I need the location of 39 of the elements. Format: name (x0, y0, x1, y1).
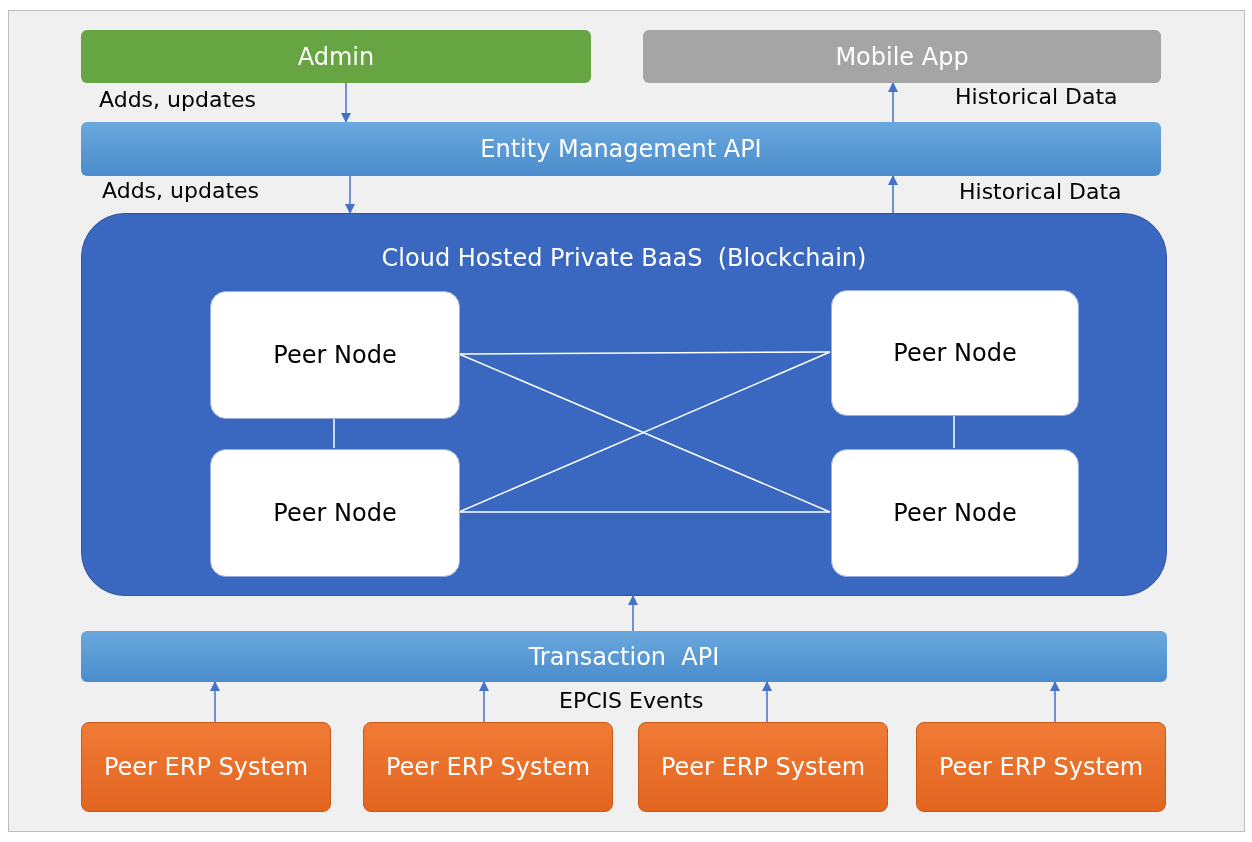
peer-node-box (210, 449, 460, 577)
arrow (887, 174, 899, 214)
arrow (1049, 680, 1061, 723)
erp-system-box (916, 722, 1166, 812)
node-label: Peer Node (893, 498, 1017, 529)
node-label: Peer ERP System (385, 752, 591, 783)
node-label: Peer Node (273, 498, 397, 529)
connector-line (953, 414, 955, 449)
app-bar (81, 30, 591, 83)
peer-node-box (210, 291, 460, 419)
node-label: Peer ERP System (103, 752, 309, 783)
node-label: Admin (297, 41, 375, 73)
peer-node-box (831, 290, 1079, 416)
node-label: Peer ERP System (938, 752, 1144, 783)
node-label: Peer Node (893, 338, 1017, 369)
arrow (344, 175, 356, 215)
arrow (340, 82, 352, 124)
platform-panel (81, 213, 1167, 596)
connector-line (458, 351, 831, 355)
peer-node-box (831, 449, 1079, 577)
arrow (887, 81, 899, 123)
arrow (478, 680, 490, 723)
panel-title: Cloud Hosted Private BaaS (Blockchain) (381, 243, 867, 274)
node-label: Peer Node (273, 340, 397, 371)
connector-line (458, 511, 831, 513)
node-label: Transaction API (528, 641, 720, 673)
erp-system-box (81, 722, 331, 812)
erp-system-box (638, 722, 888, 812)
erp-system-box (363, 722, 613, 812)
node-label: Mobile App (835, 41, 969, 73)
connector-line (333, 417, 335, 449)
app-bar (643, 30, 1161, 83)
arrow (761, 680, 773, 723)
arrow (627, 594, 639, 632)
node-label: Entity Management API (480, 134, 762, 165)
api-bar (81, 631, 1167, 682)
arrow (209, 680, 221, 723)
node-label: Peer ERP System (660, 752, 866, 783)
api-bar (81, 122, 1161, 176)
